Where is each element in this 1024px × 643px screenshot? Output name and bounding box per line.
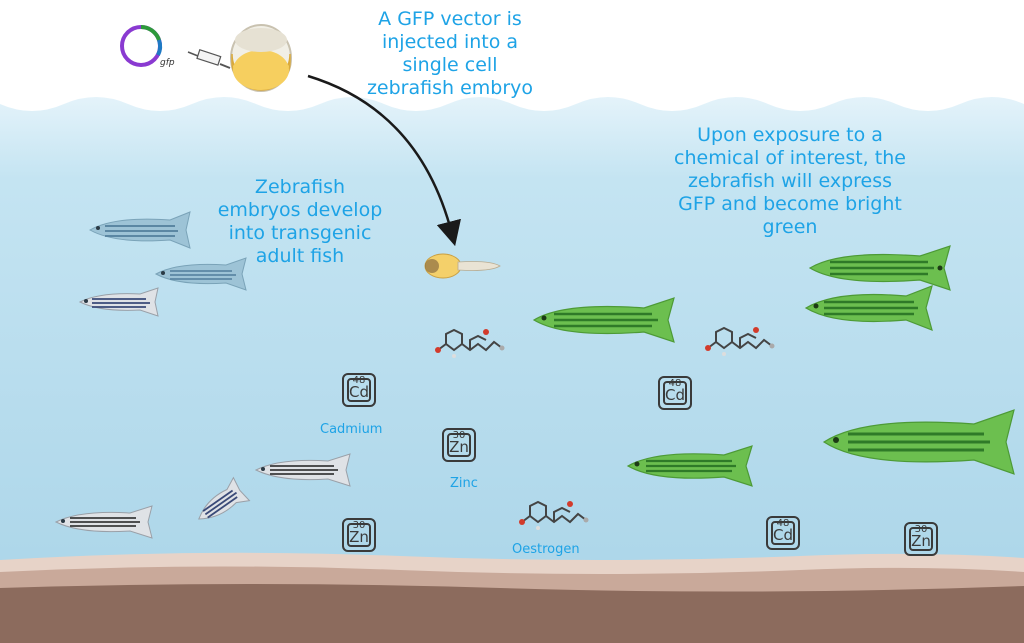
wild-fish-5: [54, 505, 153, 539]
gfp-fish-1: [532, 297, 675, 343]
wild-fish-2: [154, 257, 247, 291]
gfp-fish-5: [626, 445, 753, 487]
wild-fish-3: [78, 287, 159, 317]
cadmium-element-icon-3: 48 Cd: [766, 516, 800, 550]
wild-fish-1: [88, 211, 191, 249]
cadmium-label: Cadmium: [320, 422, 383, 437]
oestrogen-molecule-1: [435, 328, 505, 358]
syringe-icon: [187, 49, 231, 69]
oestrogen-molecule-2: [705, 326, 775, 356]
zebrafish-larva: [424, 253, 501, 279]
plasmid-icon: [120, 25, 163, 67]
caption-exposure: Upon exposure to a chemical of interest,…: [674, 124, 906, 238]
wild-fish-6: [198, 476, 251, 520]
cadmium-element-icon-2: 48 Cd: [658, 376, 692, 410]
sediment-bottom: [0, 584, 1024, 643]
water-surface: [0, 97, 1024, 643]
gfp-fish-2: [808, 245, 951, 291]
gfp-fish-3: [804, 285, 933, 331]
gfp-fish-4: [822, 409, 1015, 475]
oestrogen-label: Oestrogen: [512, 542, 580, 557]
zinc-element-icon: 30 Zn: [442, 428, 476, 462]
zinc-element-icon-3: 30 Zn: [904, 522, 938, 556]
zinc-label: Zinc: [450, 476, 478, 491]
plasmid-label: gfp: [160, 58, 175, 68]
single-cell-embryo: [230, 24, 292, 92]
caption-develop: Zebrafish embryos develop into transgeni…: [217, 176, 383, 267]
oestrogen-molecule-3: [519, 500, 589, 530]
caption-vector: A GFP vector is injected into a single c…: [366, 8, 534, 99]
zinc-element-icon-2: 30 Zn: [342, 518, 376, 552]
wild-fish-4: [254, 453, 351, 487]
cadmium-element-icon: 48 Cd: [342, 373, 376, 407]
injection-arrow: [307, 74, 461, 247]
